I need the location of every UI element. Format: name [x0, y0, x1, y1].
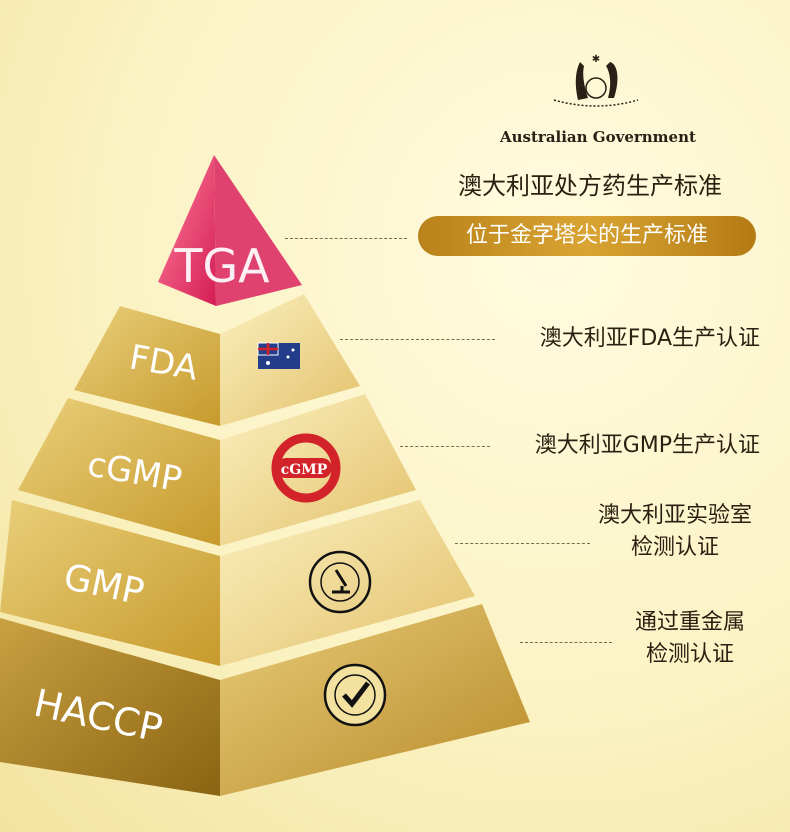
headline: 澳大利亚处方药生产标准: [458, 172, 722, 200]
tier-label: TGA: [173, 239, 270, 293]
fda-label: 澳大利亚FDA生产认证: [539, 326, 760, 351]
gmp-label-line2: 检测认证: [630, 535, 719, 560]
gmp-label: 澳大利亚实验室 检测认证: [575, 500, 775, 564]
connector-line: [340, 339, 495, 340]
cgmp-badge-text: cGMP: [281, 462, 328, 478]
australian-made-badge-icon: [257, 342, 300, 369]
gmp-label-line1: 澳大利亚实验室: [597, 503, 752, 528]
tier-haccp: HACCP: [0, 604, 530, 796]
haccp-label: 通过重金属 检测认证: [590, 607, 790, 671]
connector-line: [455, 543, 590, 544]
cgmp-badge-icon: cGMP: [271, 433, 341, 503]
highlight-pill: 位于金字塔尖的生产标准: [418, 216, 756, 256]
tier-gmp: GMP: [0, 500, 475, 666]
tier-tga: TGA: [158, 155, 302, 306]
haccp-label-line1: 通过重金属: [634, 610, 745, 635]
connector-line: [285, 238, 407, 239]
australian-coat-of-arms-icon: ✱: [548, 52, 644, 122]
cgmp-label: 澳大利亚GMP生产认证: [534, 433, 760, 458]
haccp-label-line2: 检测认证: [645, 642, 734, 667]
svg-text:✱: ✱: [592, 54, 600, 65]
government-name: Australian Government: [500, 128, 696, 146]
tier-cgmp: cGMP cGMP: [18, 394, 416, 546]
connector-line: [400, 446, 490, 447]
laboratory-tested-badge-icon: [308, 550, 372, 614]
connector-line: [520, 642, 612, 643]
tier-fda: FDA: [74, 294, 360, 426]
mercury-test-badge-icon: [323, 663, 387, 727]
